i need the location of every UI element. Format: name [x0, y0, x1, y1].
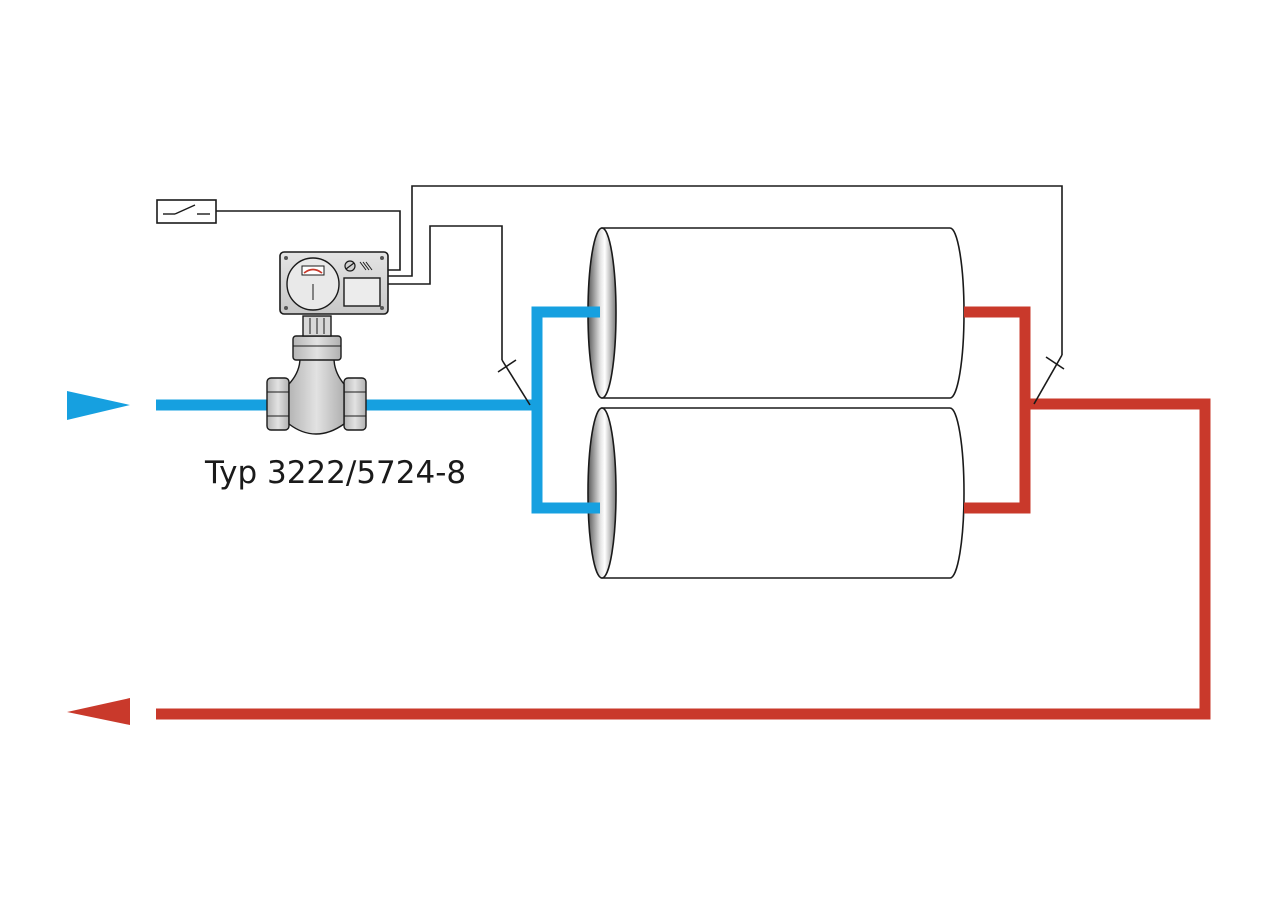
control-wiring [216, 185, 1063, 360]
led-icon [359, 261, 373, 271]
valve-outlet-nut [343, 377, 367, 431]
inlet-sensor-wire [388, 225, 503, 360]
control-valve[interactable] [266, 315, 367, 435]
return-piping [156, 306, 1211, 720]
sensor-icon[interactable] [1033, 354, 1065, 405]
valve-bonnet [292, 335, 342, 361]
supply-piping [156, 306, 600, 514]
terminal-cover [343, 277, 381, 307]
switch-icon[interactable] [156, 199, 217, 224]
valve-body [288, 357, 345, 435]
return-pipe-loop [156, 398, 1211, 720]
valve-type-label: Typ 3222/5724-8 [204, 455, 466, 491]
sensor-icon[interactable] [497, 359, 531, 406]
outlet-sensor-wire [388, 185, 1063, 355]
arrow-left-icon [67, 698, 130, 725]
valve-inlet-nut [266, 377, 290, 431]
switch-wire [216, 210, 401, 271]
electric-actuator[interactable] [279, 251, 389, 315]
heat-exchanger-tank-upper [587, 227, 965, 399]
supply-manifold [531, 306, 600, 514]
arrow-right-icon [67, 391, 130, 420]
return-manifold [964, 306, 1031, 514]
heat-exchanger-tank-lower [587, 407, 965, 579]
tank-endcap [587, 407, 617, 579]
